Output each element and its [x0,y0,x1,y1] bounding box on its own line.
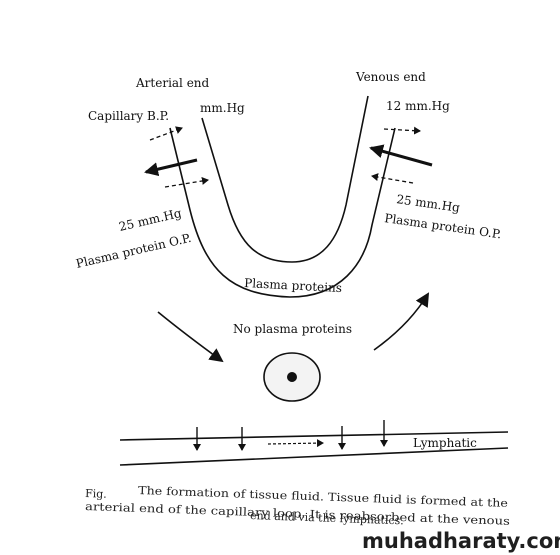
left-curved-arrow [157,311,224,363]
capillary-inner-wall [201,95,369,263]
arterial-end-label: Arterial end [135,76,210,90]
venous-solid-arrow [369,144,433,167]
arterial-dashed-arrow-bottom [164,177,209,188]
caption-fig-label: Fig. [85,487,107,501]
arterial-dashed-arrow-top [149,126,183,141]
capillary-bp-label: Capillary B.P. [88,109,169,123]
venous-mmhg-label: 12 mm.Hg [386,99,450,113]
watermark: muhadharaty.com [362,529,560,553]
lymphatic-lower-wall [119,447,509,466]
lymphatic-upper-wall [119,431,509,441]
venous-plasma-op-label: Plasma protein O.P. [384,211,503,241]
caption-line-3: end and via the lymphatics. [250,509,404,527]
arterial-mmhg-label: mm.Hg [200,101,245,115]
capillary-outer-wall [169,127,396,298]
venous-dashed-arrow-top [383,126,421,135]
cell-nucleus [287,372,297,382]
lymphatic-flow-arrow [267,439,324,448]
lymphatic-label: Lymphatic [413,436,477,450]
no-plasma-proteins-label: No plasma proteins [233,322,352,336]
right-curved-arrow [373,292,430,351]
venous-dashed-arrow-bottom [371,173,414,184]
arterial-solid-arrow [144,158,198,177]
venous-25-mmhg-label: 25 mm.Hg [396,192,461,215]
venous-end-label: Venous end [355,70,426,84]
arterial-25-mmhg-label: 25 mm.Hg [118,206,184,234]
arterial-plasma-op-label: Plasma protein O.P. [75,231,193,271]
plasma-proteins-label: Plasma proteins [244,276,342,295]
